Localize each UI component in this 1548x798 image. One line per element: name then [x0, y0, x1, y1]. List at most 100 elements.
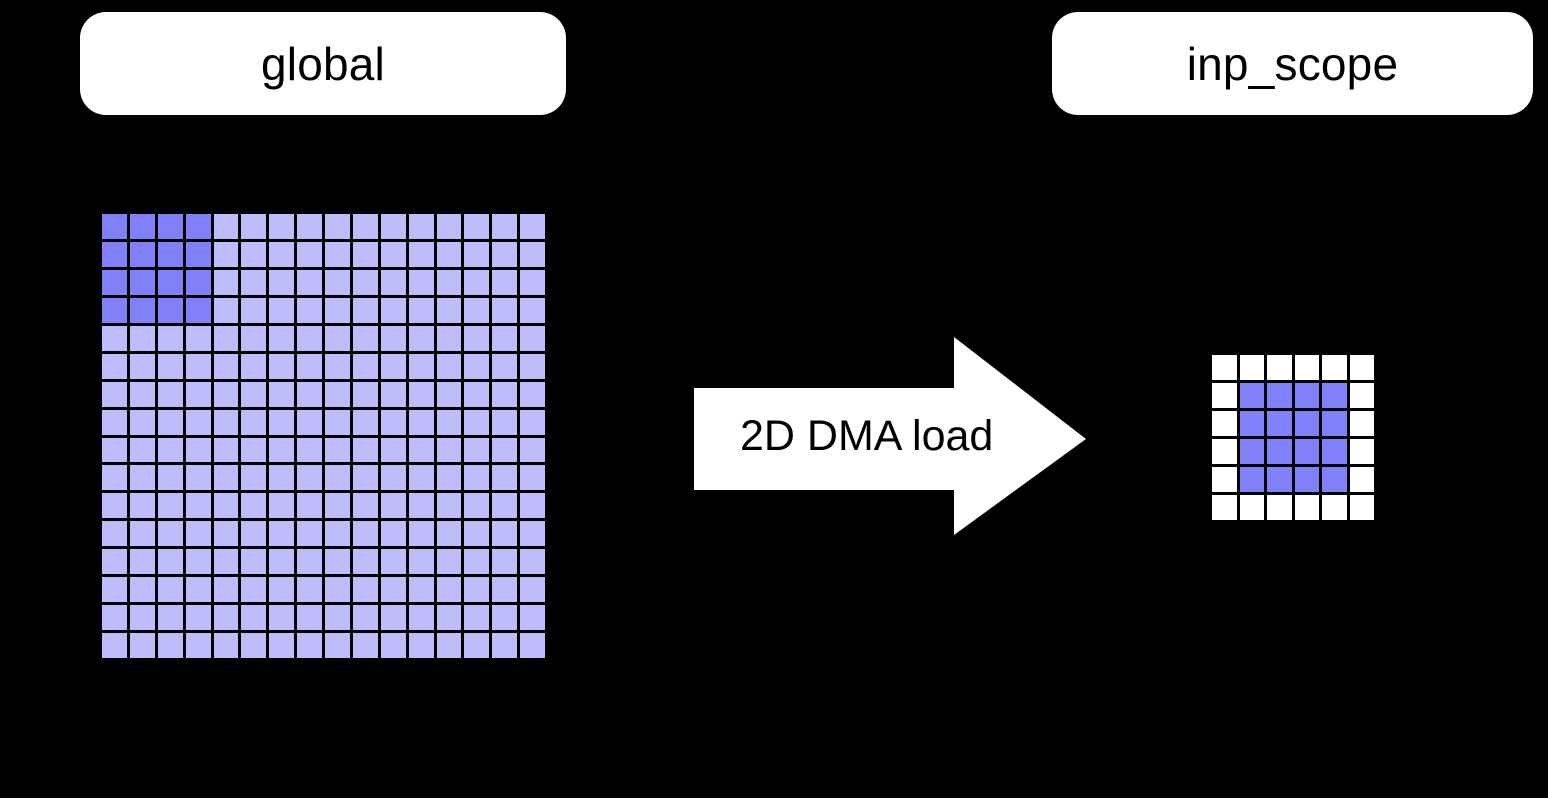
grid-cell [297, 465, 322, 491]
grid-cell [102, 493, 127, 519]
grid-cell [352, 577, 378, 603]
grid-cell [325, 297, 350, 323]
grid-cell-selected [102, 297, 127, 323]
grid-cell [352, 241, 378, 267]
grid-cell [102, 577, 127, 603]
grid-cell [269, 214, 295, 239]
grid-cell-selected [102, 214, 127, 239]
grid-cell [352, 465, 378, 491]
block-arrow-right-icon [694, 337, 1086, 535]
grid-cell [102, 437, 127, 463]
grid-cell [325, 577, 350, 603]
grid-cell [436, 437, 462, 463]
grid-cell [325, 493, 350, 519]
grid-cell [520, 381, 545, 407]
grid-cell [269, 241, 295, 267]
grid-cell [297, 437, 322, 463]
grid-cell [129, 521, 155, 547]
grid-cell [436, 577, 462, 603]
grid-cell [464, 214, 490, 239]
grid-cell [352, 549, 378, 575]
grid-cell [241, 549, 267, 575]
grid-cell [408, 325, 434, 351]
grid-cell [129, 409, 155, 435]
grid-cell [1294, 355, 1319, 380]
grid-cell [241, 241, 267, 267]
grid-cell [492, 521, 518, 547]
grid-cell [185, 353, 211, 379]
grid-cell-selected [1239, 439, 1264, 464]
grid-cell [380, 493, 406, 519]
grid-cell [464, 297, 490, 323]
grid-cell [269, 577, 295, 603]
grid-cell [325, 605, 350, 631]
source-label-pill: global [80, 12, 566, 115]
grid-cell [297, 493, 322, 519]
grid-cell [325, 521, 350, 547]
grid-cell [408, 409, 434, 435]
grid-cell [157, 605, 183, 631]
grid-cell [102, 549, 127, 575]
grid-cell [408, 269, 434, 295]
grid-cell [185, 633, 211, 658]
grid-cell [464, 493, 490, 519]
grid-cell-selected [1267, 383, 1292, 408]
grid-cell [492, 549, 518, 575]
grid-cell [352, 381, 378, 407]
grid-cell [436, 549, 462, 575]
grid-cell [325, 325, 350, 351]
grid-cell [520, 409, 545, 435]
grid-cell [408, 605, 434, 631]
grid-cell [408, 381, 434, 407]
grid-cell-selected [1294, 439, 1319, 464]
grid-cell [520, 493, 545, 519]
grid-cell [213, 521, 239, 547]
grid-cell [408, 521, 434, 547]
grid-cell [269, 381, 295, 407]
grid-cell [464, 437, 490, 463]
grid-cell [157, 521, 183, 547]
grid-cell [408, 633, 434, 658]
grid-cell [213, 633, 239, 658]
grid-cell [297, 409, 322, 435]
grid-cell [102, 409, 127, 435]
grid-cell [1212, 467, 1237, 492]
grid-cell [129, 381, 155, 407]
grid-cell-selected [185, 214, 211, 239]
grid-cell [352, 493, 378, 519]
grid-cell [408, 465, 434, 491]
grid-cell [380, 241, 406, 267]
grid-cell [297, 633, 322, 658]
grid-cell [129, 465, 155, 491]
grid-cell [297, 577, 322, 603]
grid-cell [492, 409, 518, 435]
grid-cell-selected [1239, 383, 1264, 408]
grid-cell [352, 353, 378, 379]
grid-cell [492, 381, 518, 407]
grid-cell [436, 353, 462, 379]
grid-cell [241, 409, 267, 435]
grid-cell [213, 437, 239, 463]
grid-cell [102, 381, 127, 407]
grid-cell [241, 465, 267, 491]
grid-cell [297, 521, 322, 547]
grid-cell [213, 241, 239, 267]
grid-cell [241, 577, 267, 603]
grid-cell [297, 241, 322, 267]
grid-cell [269, 465, 295, 491]
grid-cell [297, 549, 322, 575]
grid-cell [269, 521, 295, 547]
grid-cell [408, 549, 434, 575]
grid-cell [352, 297, 378, 323]
grid-cell [436, 521, 462, 547]
grid-cell-selected [1239, 411, 1264, 436]
grid-cell [380, 605, 406, 631]
grid-cell [129, 325, 155, 351]
grid-cell [352, 437, 378, 463]
grid-cell [492, 437, 518, 463]
grid-cell [241, 297, 267, 323]
grid-cell [185, 409, 211, 435]
grid-cell [380, 465, 406, 491]
grid-cell [436, 325, 462, 351]
grid-cell [269, 493, 295, 519]
